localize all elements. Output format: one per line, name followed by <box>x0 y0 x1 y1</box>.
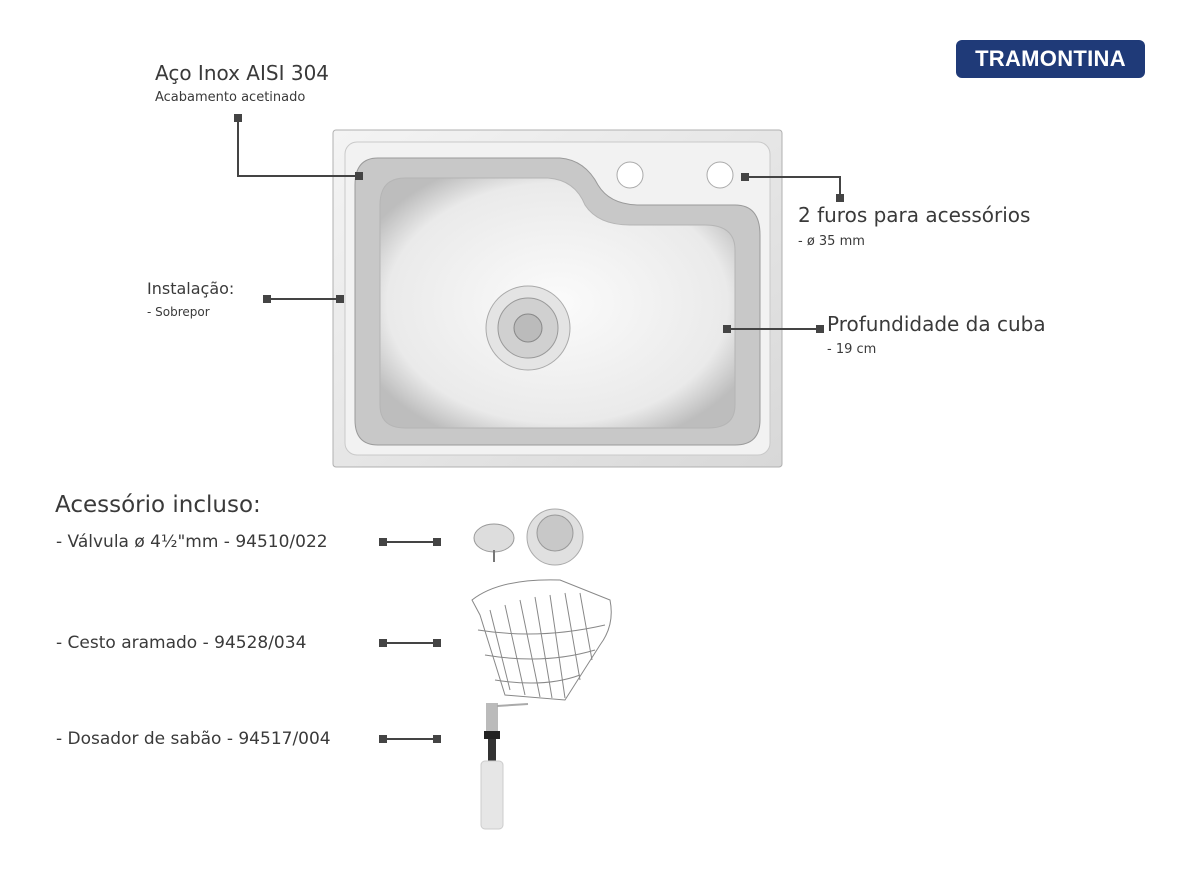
accessory-hole <box>706 161 734 189</box>
accessories-heading: Acessório incluso: <box>55 492 261 518</box>
material-title: Aço Inox AISI 304 <box>155 61 330 85</box>
callout-lines <box>237 118 841 740</box>
accessory-item-valve: - Válvula ø 4½"mm - 94510/022 <box>56 532 328 552</box>
depth-title: Profundidade da cuba <box>827 312 1046 336</box>
installation-title: Instalação: <box>147 279 235 298</box>
material-subtitle: Acabamento acetinado <box>155 90 306 105</box>
accessory-item-soap-dispenser: - Dosador de sabão - 94517/004 <box>56 729 331 749</box>
accessory-hole <box>616 161 644 189</box>
installation-subtitle: - Sobrepor <box>147 305 210 319</box>
holes-title: 2 furos para acessórios <box>798 203 1031 227</box>
holes-subtitle: - ø 35 mm <box>798 234 865 249</box>
depth-subtitle: - 19 cm <box>827 342 877 357</box>
tramontina-logo: TRAMONTINA <box>956 40 1145 78</box>
wire-basket-image <box>471 579 612 701</box>
accessory-item-basket: - Cesto aramado - 94528/034 <box>56 633 307 653</box>
callout-markers <box>234 114 844 743</box>
valve-image <box>473 508 584 566</box>
sink-body <box>332 129 783 468</box>
soap-dispenser-image <box>480 703 529 830</box>
